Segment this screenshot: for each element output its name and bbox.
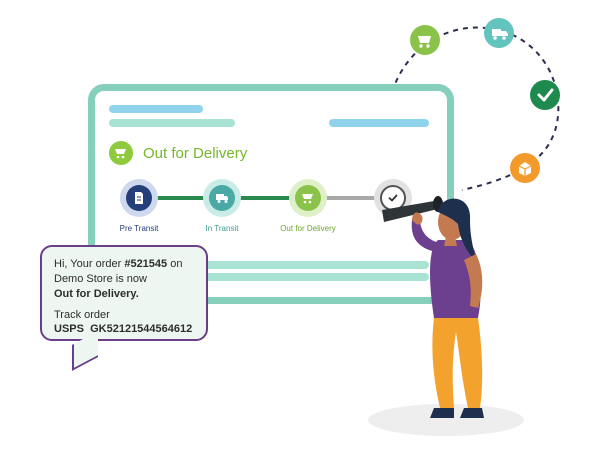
hair [438, 198, 476, 262]
message-line-1: Hi, Your order #521545 on [54, 257, 194, 272]
shoe [430, 408, 454, 418]
tracking-steps: Pre Transit In Transit Out for Delivery [117, 179, 417, 239]
cart-icon [410, 25, 440, 55]
tracking-number: GK52121544564612 [90, 323, 193, 336]
truck-icon [209, 185, 235, 211]
tracking-line: USPS GK52121544564612 [54, 322, 194, 337]
message-prefix: Hi, Your order [54, 258, 125, 270]
document-icon [126, 185, 152, 211]
message-suffix: on [167, 258, 183, 270]
shoe [460, 408, 484, 418]
status-row: Out for Delivery [109, 141, 247, 165]
orbit-graphic [391, 18, 560, 191]
step-label-pre-transit: Pre Transit [119, 224, 159, 233]
message-line-3: Out for Delivery. [54, 287, 139, 300]
step-out-for-delivery [289, 179, 327, 217]
progress-line-complete [139, 196, 221, 200]
box-icon [510, 153, 540, 183]
step-label-in-transit: In Transit [205, 224, 239, 233]
cart-icon [295, 185, 321, 211]
progress-line-complete [221, 196, 305, 200]
message-line-4: Track order [54, 308, 110, 321]
progress-line-pending [305, 196, 391, 200]
pants [432, 318, 483, 408]
check-icon [530, 80, 560, 110]
notification-bubble: Hi, Your order #521545 on Demo Store is … [40, 245, 208, 341]
placeholder-bar [109, 261, 429, 269]
order-number: #521545 [124, 258, 168, 270]
placeholder-bar [109, 273, 429, 281]
step-in-transit [203, 179, 241, 217]
placeholder-bar [109, 105, 203, 113]
placeholder-bar [329, 119, 429, 127]
person-illustration [368, 196, 524, 436]
carrier-name: USPS [54, 323, 84, 336]
cart-icon [109, 141, 133, 165]
step-pre-transit [120, 179, 158, 217]
step-label-out-for-delivery: Out for Delivery [280, 224, 336, 233]
message-line-2: Demo Store is now [54, 272, 147, 285]
status-title: Out for Delivery [143, 144, 248, 162]
megaphone [382, 200, 442, 222]
placeholder-bar [109, 119, 235, 127]
truck-icon [484, 18, 514, 48]
